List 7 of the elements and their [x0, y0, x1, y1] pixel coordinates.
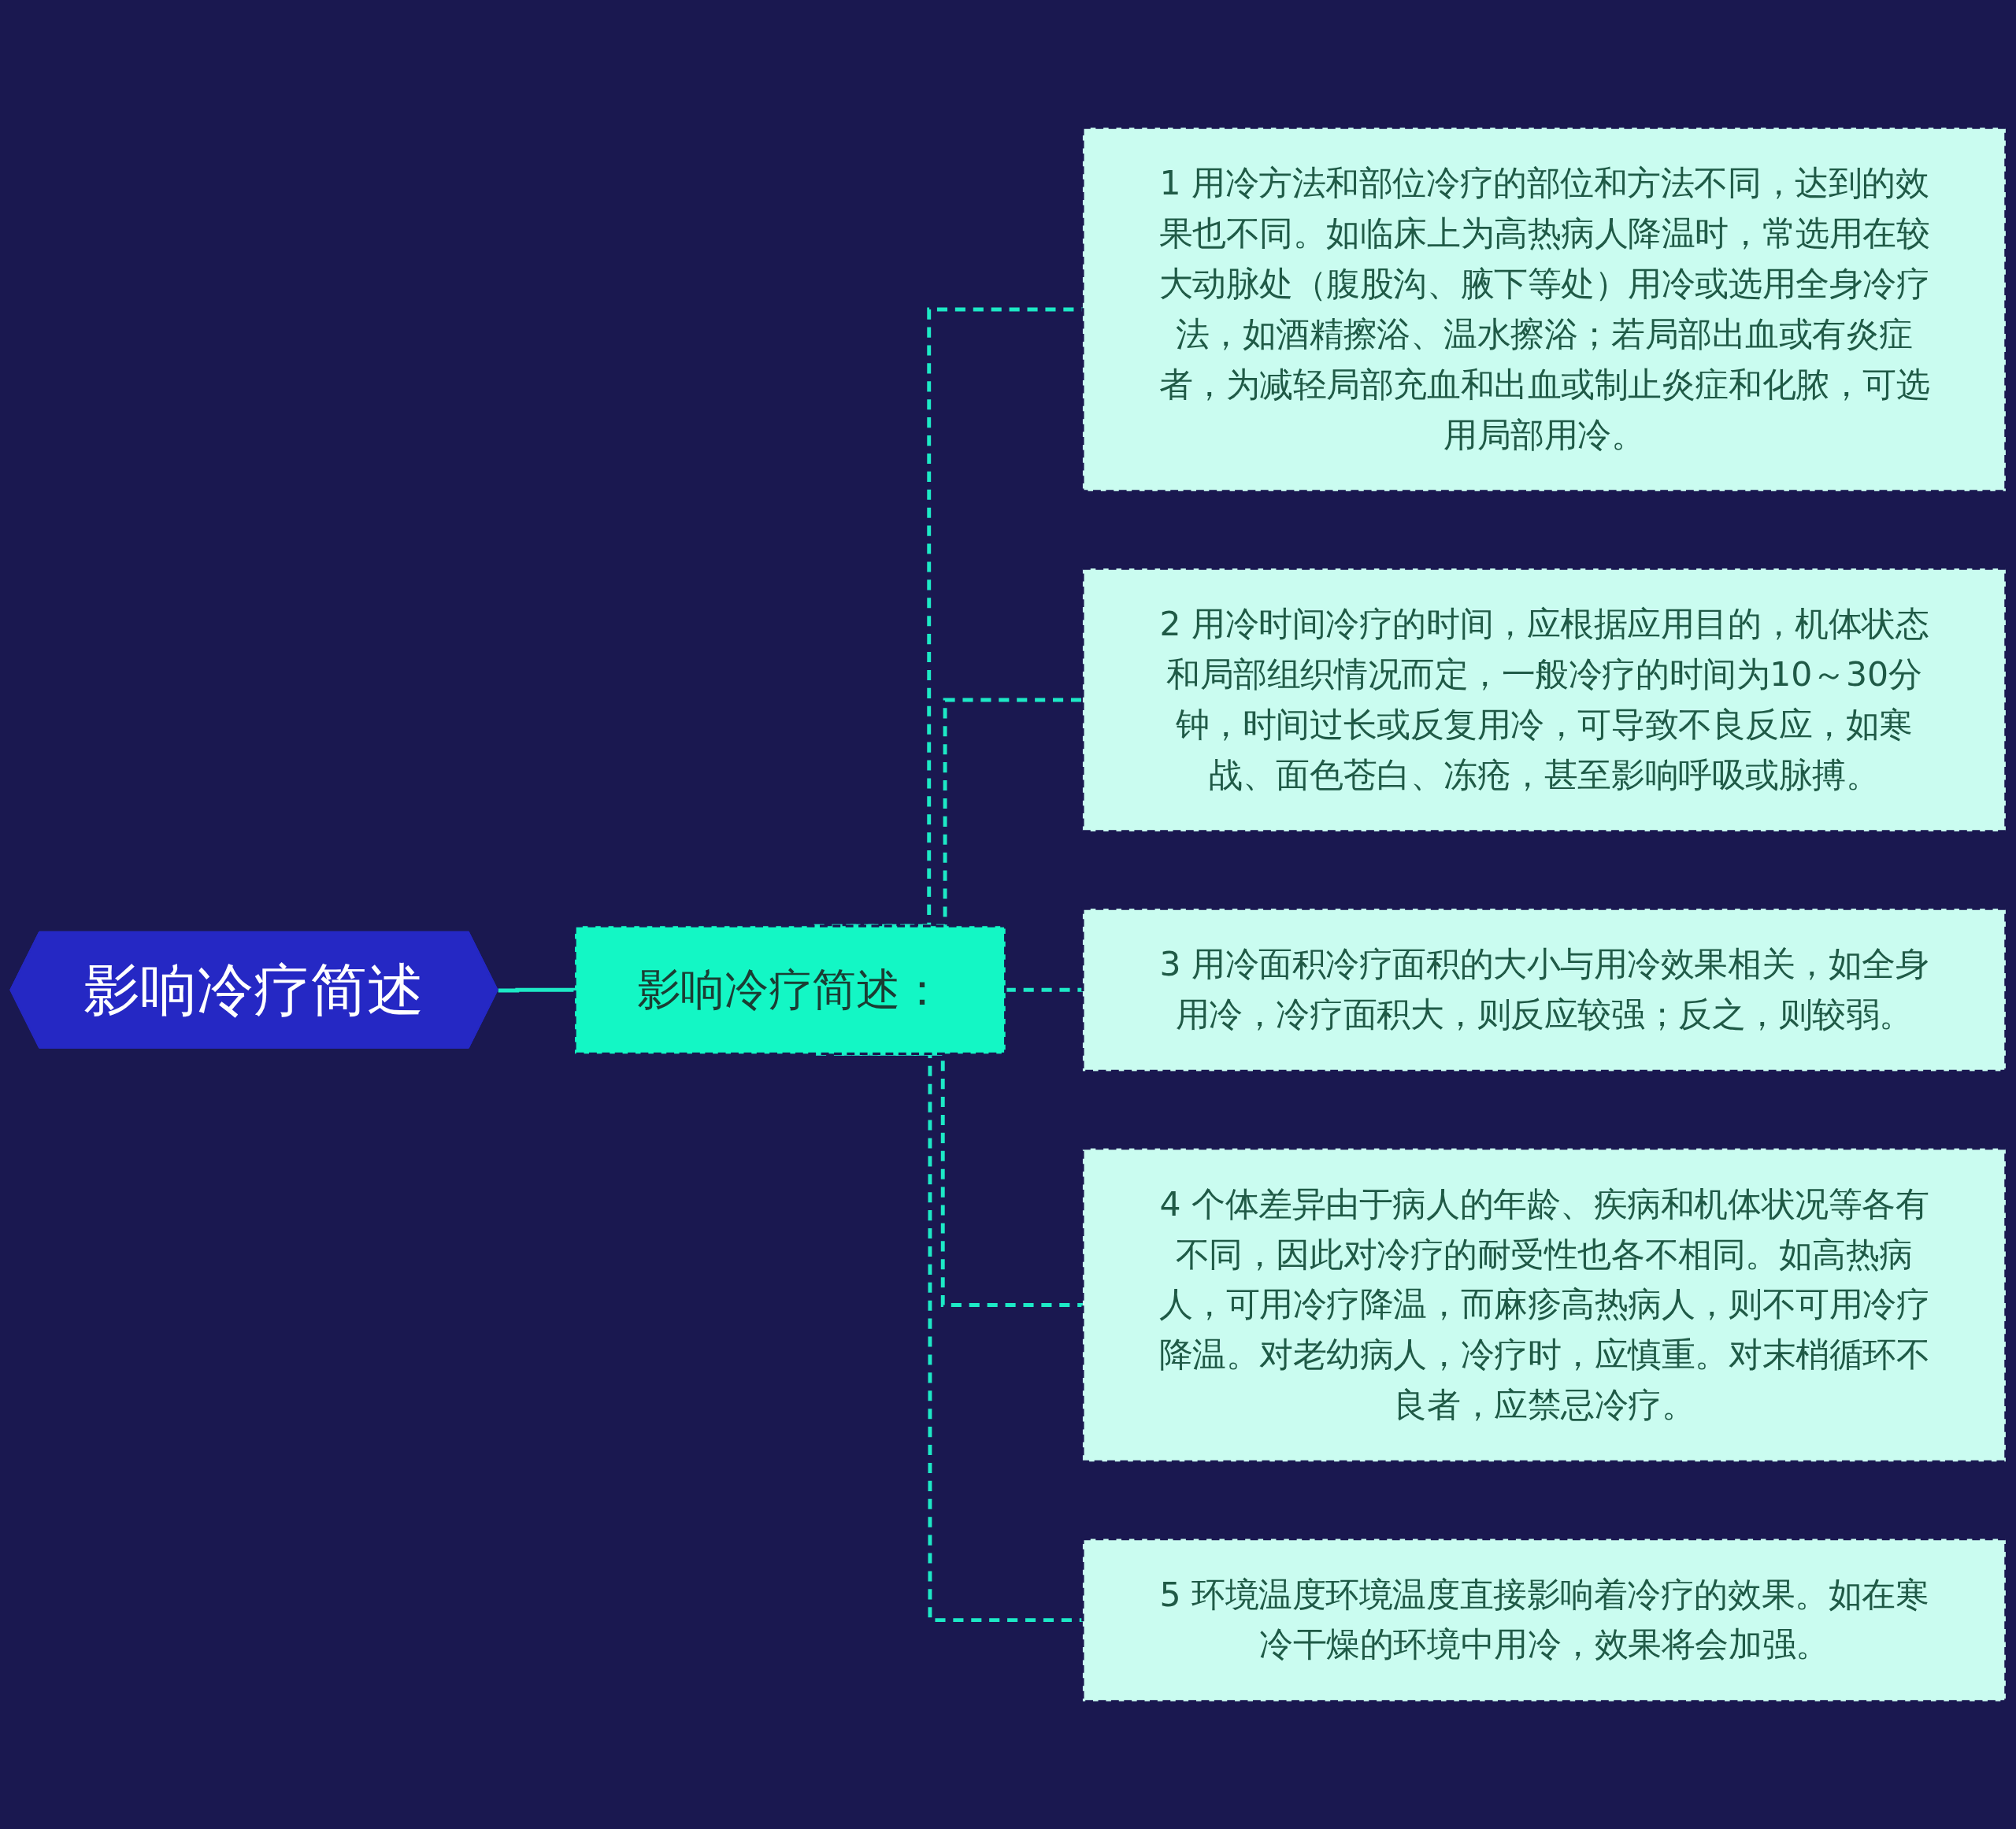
node-box: 3 用冷面积冷疗面积的大小与用冷效果相关，如全身用冷，冷疗面积大，则反应较强；反之，则较弱。 [1081, 907, 2007, 1072]
node-box: 影响冷疗简述： [573, 924, 1007, 1055]
node-box: 1 用冷方法和部位冷疗的部位和方法不同，达到的效果也不同。如临床上为高热病人降温时，常选用在较大动脉处（腹股沟、腋下等处）用冷或选用全身冷疗法，如酒精擦浴、温水擦浴；若局部出血或有炎症者，为减轻局部充血和出血或制止炎症和化脓，可选用局部用冷。 [1081, 126, 2007, 493]
connector [1005, 987, 1083, 992]
node-box: 2 用冷时间冷疗的时间，应根据应用目的，机体状态和局部组织情况而定，一般冷疗的时间为10～30分钟，时间过长或反复用冷，可导致不良反应，如寒战、面色苍白、冻疮，甚至影响呼吸或脉搏。 [1081, 567, 2007, 833]
node-box: 4 个体差异由于病人的年龄、疾病和机体状况等各有不同，因此对冷疗的耐受性也各不相同。如高热病人，可用冷疗降温，而麻疹高热病人，则不可用冷疗降温。对老幼病人，冷疗时，应慎重。对末梢循环不良者，应禁忌冷疗。 [1081, 1146, 2007, 1463]
node-box: 5 环境温度环境温度直接影响着冷疗的效果。如在寒冷干燥的环境中用冷，效果将会加强。 [1081, 1537, 2007, 1703]
